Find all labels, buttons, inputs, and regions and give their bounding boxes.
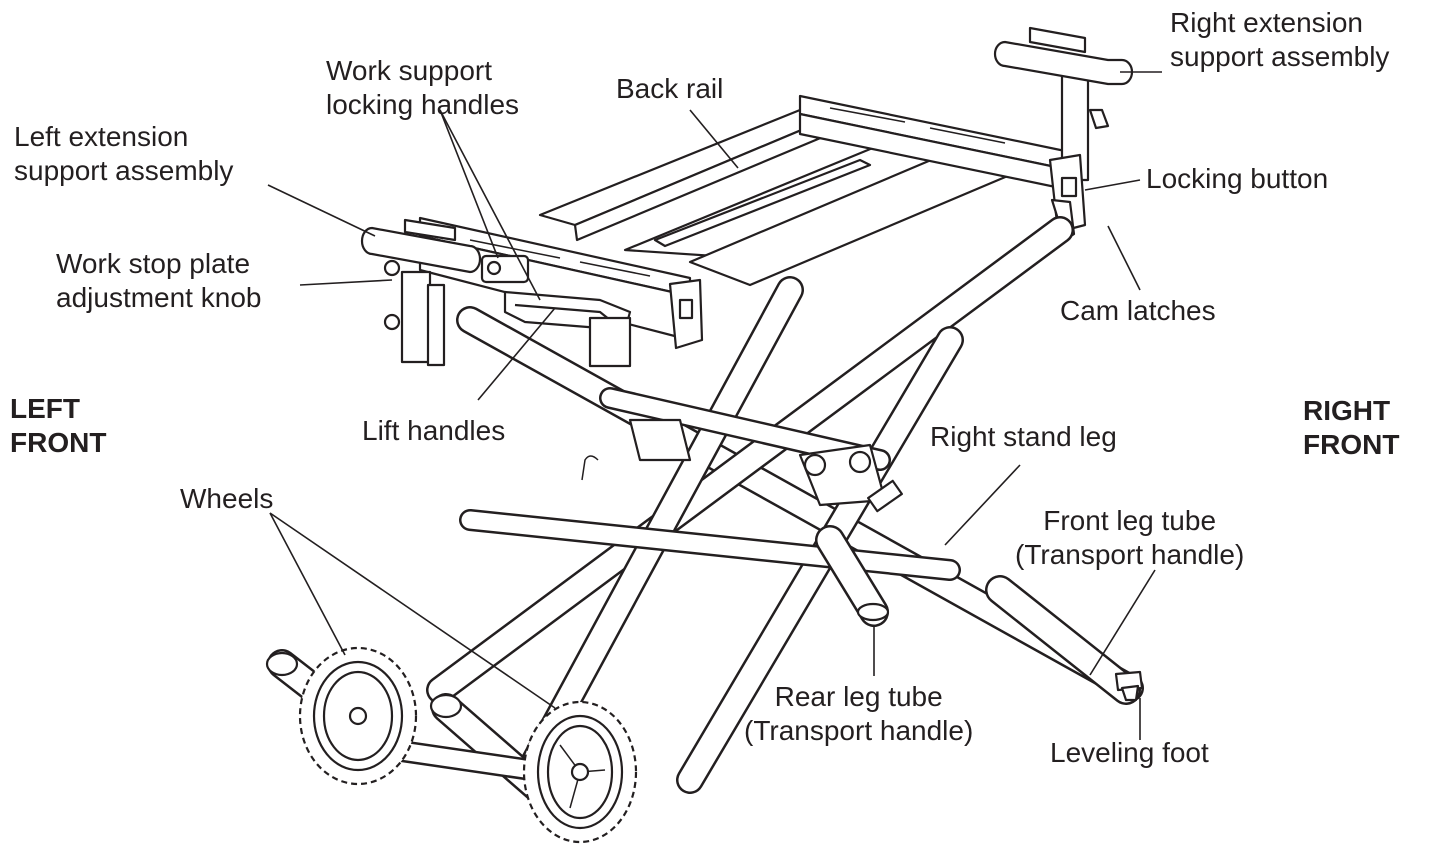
left-stand-leg: [456, 306, 1144, 702]
leader-work-support-1: [439, 109, 499, 259]
leader-work-stop: [299, 279, 393, 286]
right-wheel: [522, 700, 638, 844]
leader-lift-handles: [477, 307, 556, 401]
label-work-support-locking-handles: Work support locking handles: [326, 55, 520, 120]
label-leveling-foot: Leveling foot: [1050, 737, 1209, 768]
leveling-foot: [1114, 670, 1144, 702]
label-rear-leg-tube: Rear leg tube (Transport handle): [744, 681, 974, 746]
leader-cam-latches: [1107, 225, 1141, 291]
left-pivot-bracket: [581, 418, 692, 481]
right-stand-leg: [426, 216, 1074, 704]
leader-back-rail: [689, 109, 739, 169]
leader-wheels-1: [269, 512, 346, 656]
label-work-stop-plate-adjustment-knob: Work stop plate adjustment knob: [56, 248, 262, 313]
label-locking-button: Locking button: [1146, 163, 1329, 194]
label-right-stand-leg: Right stand leg: [930, 421, 1117, 452]
rear-cross-members: [623, 143, 1012, 287]
leader-lines: [267, 71, 1162, 740]
label-cam-latches: Cam latches: [1060, 295, 1216, 326]
label-back-rail: Back rail: [616, 73, 724, 104]
left-wheel: [298, 646, 418, 786]
label-left-extension-support-assembly: Left extension support assembly: [14, 121, 234, 186]
right-cam-latch-housing: [1048, 153, 1087, 238]
label-lift-handles: Lift handles: [362, 415, 506, 446]
leader-front-leg-tube: [1089, 569, 1156, 676]
leader-locking-button: [1084, 179, 1141, 191]
right-extension-support: [993, 26, 1134, 182]
label-front-leg-tube: Front leg tube (Transport handle): [1015, 505, 1245, 570]
rear-leg-tube: [815, 525, 890, 627]
lift-handle: [503, 290, 632, 368]
label-wheels: Wheels: [180, 483, 274, 514]
label-right-extension-support-assembly: Right extension support assembly: [1170, 7, 1390, 72]
work-support-locking-handles: [480, 254, 530, 284]
left-extension-support: [360, 218, 482, 367]
front-leg-tube: [985, 575, 1141, 705]
leader-left-extension: [267, 184, 376, 237]
leader-wheels-2: [269, 512, 556, 709]
pivot-bracket: [798, 443, 903, 513]
leader-work-support-2: [439, 109, 541, 301]
back-rail: [538, 108, 832, 242]
leader-right-stand-leg: [944, 464, 1021, 546]
label-right-front: RIGHT FRONT: [1303, 395, 1400, 460]
label-left-front: LEFT FRONT: [10, 393, 107, 458]
